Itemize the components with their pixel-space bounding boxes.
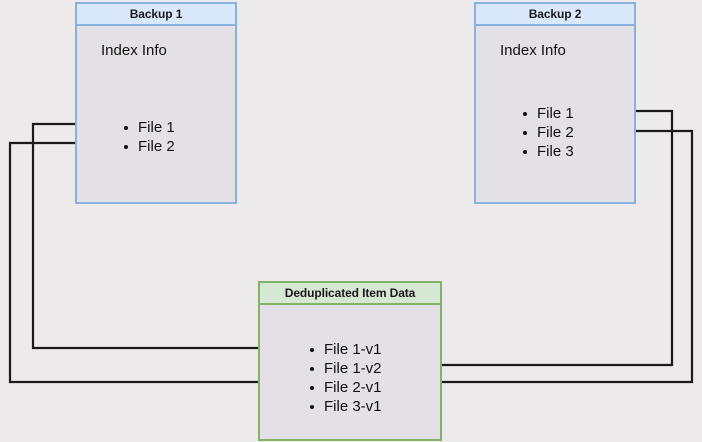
backup-2-header: Backup 2: [476, 4, 634, 26]
list-item: File 1-v2: [308, 359, 382, 378]
backup-2-index-info-label: Index Info: [500, 42, 566, 59]
backup-1-box: Backup 1 Index Info File 1 File 2: [75, 2, 237, 204]
backup-1-index-info-label: Index Info: [101, 42, 167, 59]
backup-1-header: Backup 1: [77, 4, 235, 26]
backup-2-file-list: File 1 File 2 File 3: [521, 104, 574, 161]
deduplicated-item-list: File 1-v1 File 1-v2 File 2-v1 File 3-v1: [308, 340, 382, 416]
list-item: File 1-v1: [308, 340, 382, 359]
list-item: File 1: [122, 118, 175, 137]
list-item: File 1: [521, 104, 574, 123]
deduplicated-item-data-header: Deduplicated Item Data: [260, 283, 440, 305]
list-item: File 2: [521, 123, 574, 142]
backup-2-box: Backup 2 Index Info File 1 File 2 File 3: [474, 2, 636, 204]
list-item: File 2: [122, 137, 175, 156]
list-item: File 3: [521, 142, 574, 161]
list-item: File 3-v1: [308, 397, 382, 416]
list-item: File 2-v1: [308, 378, 382, 397]
deduplicated-item-data-box: Deduplicated Item Data File 1-v1 File 1-…: [258, 281, 442, 441]
backup-1-file-list: File 1 File 2: [122, 118, 175, 156]
